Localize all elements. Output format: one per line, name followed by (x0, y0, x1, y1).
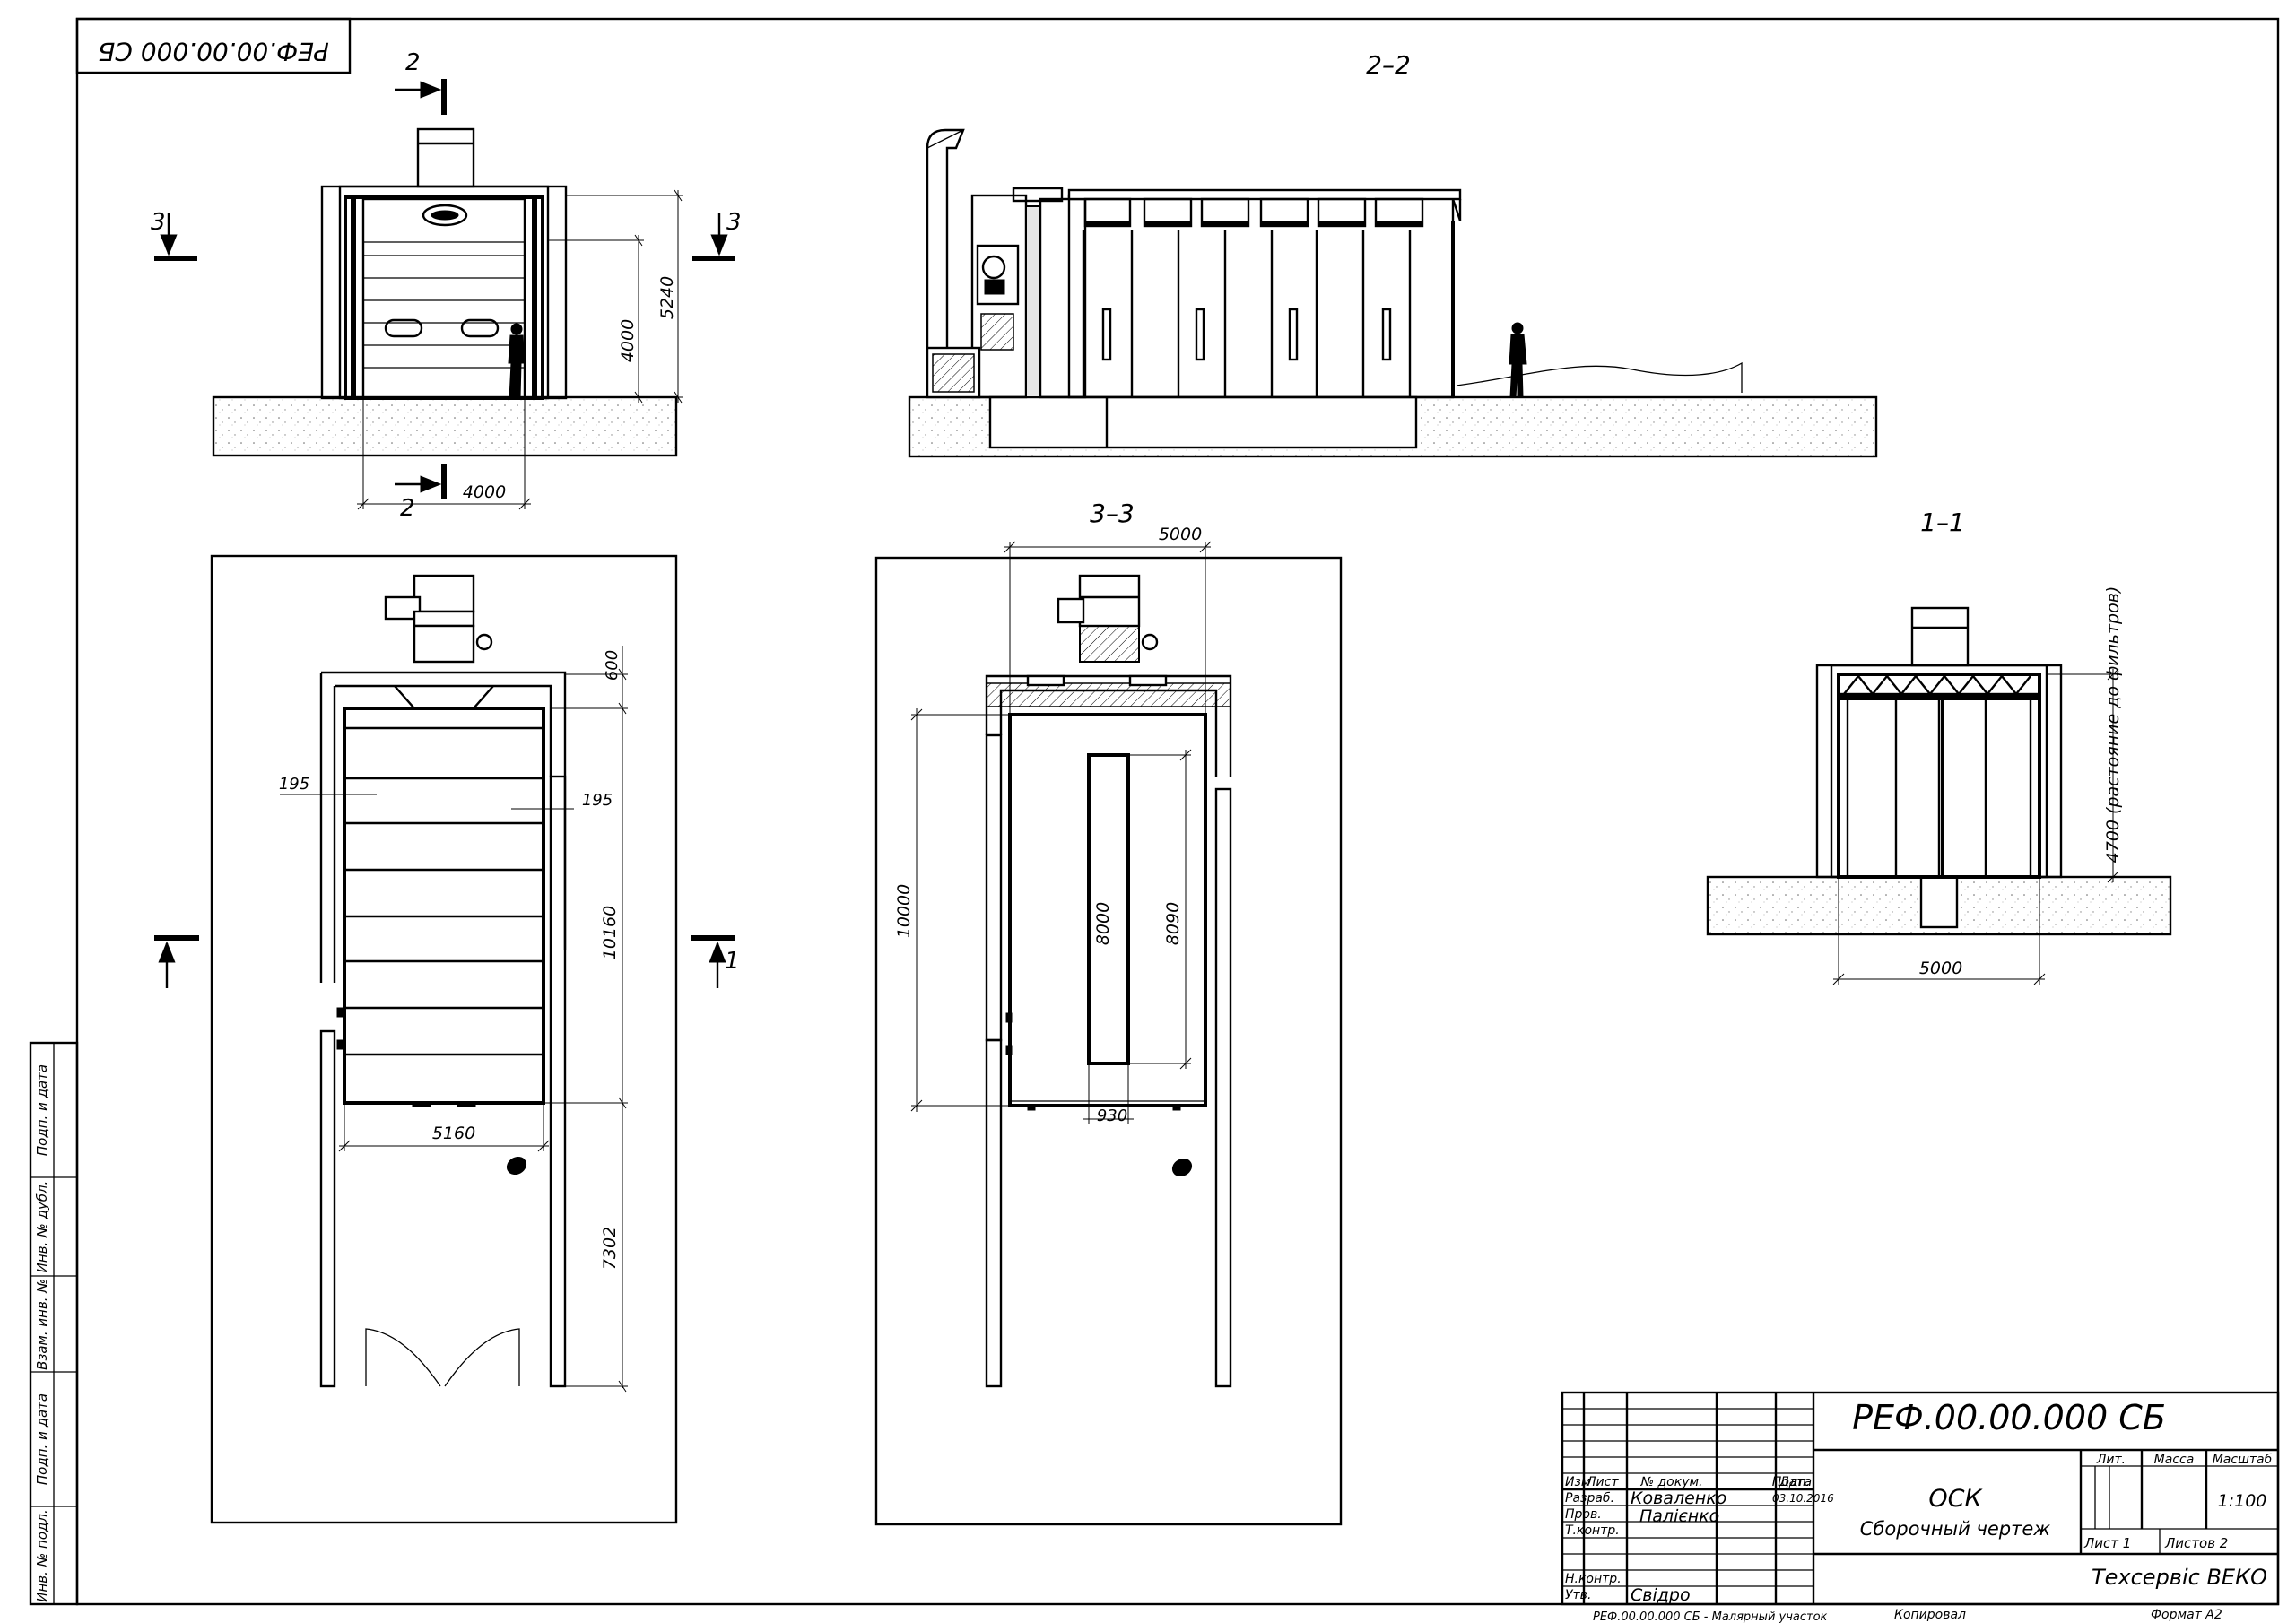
section-1-title: 1–1 (1920, 508, 1965, 537)
front-dim-height-total: 5240 (657, 276, 677, 319)
side-floor-line (1456, 361, 1743, 393)
plan-booth-interior (343, 707, 545, 1105)
plan-dim-side-right: 195 (582, 791, 613, 810)
tb-lit-label: Лит. (2096, 1453, 2126, 1467)
footer-copied: Копировал (1894, 1608, 1966, 1622)
side-stamp-label-1: Подп. и дата (34, 1064, 50, 1156)
tb-name-5: Свідро (1631, 1585, 1691, 1605)
plan-section-cut-right: 1 (691, 935, 740, 988)
front-dim-width: 4000 (463, 482, 506, 502)
front-section-cut-2-top: 2 (395, 49, 447, 115)
tb-name-1: Палієнко (1639, 1506, 1719, 1526)
section-1-truss (1837, 673, 2041, 700)
plan-view: 1 600 195 195 10160 7302 5160 (154, 554, 740, 1524)
tb-sheets: Листов 2 (2164, 1535, 2228, 1551)
tb-sheet: Лист 1 (2083, 1535, 2131, 1551)
section-1-view: 1–1 (1706, 508, 2172, 985)
front-cut-2-bottom-label: 2 (400, 495, 415, 522)
side-exhaust-duct (926, 128, 965, 397)
section-3-grate (1087, 753, 1130, 1065)
tb-scale-value: 1:100 (2218, 1491, 2267, 1511)
front-cut-2-top-label: 2 (405, 49, 421, 76)
tb-scale-label: Масштаб (2213, 1453, 2273, 1467)
plan-dim-length: 10160 (600, 906, 620, 959)
plan-dim-prep: 7302 (600, 1227, 620, 1270)
tb-header-podp: Подп. (1772, 1475, 1810, 1489)
tb-company: Техсервіс ВЕКО (2092, 1565, 2267, 1590)
front-window-right (460, 318, 500, 338)
side-stamp-label-4: Подп. и дата (34, 1393, 50, 1485)
front-section-cut-3-left: 3 (151, 209, 197, 261)
tb-role-4: Н.контр. (1565, 1572, 1622, 1586)
section-3-dim-inner-len: 8090 (1163, 902, 1183, 945)
section-3-frame (874, 556, 1343, 1526)
code-stamp-text: РЕФ.00.00.000 СБ (98, 37, 329, 66)
front-view: 2 2 3 3 (151, 49, 742, 522)
section-3-title: 3–3 (1090, 499, 1135, 528)
front-cut-3-left-label: 3 (151, 209, 166, 236)
sheet-frame (75, 17, 2280, 1606)
section-1-dim-height: 4700 (растояние до фильтров) (2103, 586, 2123, 864)
code-stamp-top: РЕФ.00.00.000 СБ (75, 17, 352, 74)
front-dim-height-door: 4000 (618, 319, 638, 362)
tb-role-0: Разраб. (1565, 1491, 1614, 1506)
side-view-title: 2–2 (1366, 50, 1411, 80)
side-pit (988, 395, 1418, 449)
plan-section-cut-left (154, 935, 199, 988)
front-section-cut-3-right: 3 (692, 209, 742, 261)
front-base-slab (212, 395, 678, 457)
side-stamp-label-5: Инв. № подл. (34, 1509, 50, 1601)
front-window-left (384, 318, 423, 338)
footer-format: Формат А2 (2151, 1608, 2222, 1622)
section-3-dim-length: 10000 (894, 884, 914, 938)
tb-header-doc: № докум. (1639, 1475, 1702, 1489)
tb-date-value: 03.10.2016 (1772, 1492, 1834, 1505)
front-logo-oval (422, 204, 468, 227)
tb-role-1: Пров. (1565, 1507, 1602, 1522)
side-stamp-label-2: Инв. № дубл. (34, 1181, 50, 1273)
plan-dim-width: 5160 (432, 1124, 475, 1143)
title-block-code: РЕФ.00.00.000 СБ (1852, 1398, 2166, 1437)
section-3-dim-width: 5000 (1159, 525, 1202, 544)
tb-doc-name: ОСК (1928, 1485, 1983, 1513)
tb-header-izm: Изм (1565, 1475, 1591, 1489)
tb-header-list: Лист (1586, 1475, 1619, 1489)
tb-header-date-col: Дата (1779, 1475, 1812, 1489)
side-view: 2–2 (908, 50, 1878, 458)
front-cut-3-right-label: 3 (726, 209, 742, 236)
tb-doc-type: Сборочный чертеж (1860, 1518, 2050, 1540)
title-block: РЕФ.00.00.000 СБ Изм Лист № докум. Подп.… (1561, 1391, 2280, 1606)
plan-frame (210, 554, 678, 1524)
section-3-dim-grate-len: 8000 (1093, 902, 1113, 945)
plan-cut-1-label: 1 (725, 948, 740, 975)
front-chimney (416, 127, 475, 188)
front-person-figure (508, 323, 526, 399)
footer-file: РЕФ.00.00.000 СБ - Малярный участок (1593, 1610, 1828, 1623)
section-1-dim-width: 5000 (1919, 959, 1962, 978)
plan-dim-side-left: 195 (279, 775, 309, 794)
section-1-chimney (1910, 606, 1970, 667)
tb-name-0: Коваленко (1631, 1488, 1726, 1508)
section-3-dim-grate-w: 930 (1097, 1107, 1127, 1125)
front-section-cut-2-bottom: 2 (395, 464, 447, 522)
side-stamp-label-3: Взам. инв. № (34, 1279, 50, 1370)
plan-dim-top: 600 (603, 650, 622, 681)
tb-mass-label: Масса (2154, 1453, 2195, 1467)
side-person-figure (1509, 322, 1527, 398)
section-3-interior (1008, 713, 1207, 1107)
tb-role-5: Утв. (1565, 1588, 1591, 1602)
section-3-view: 3–3 (874, 499, 1343, 1526)
tb-role-2: Т.контр. (1565, 1523, 1620, 1538)
side-stamp: Подп. и дата Инв. № дубл. Взам. инв. № П… (29, 1041, 79, 1606)
